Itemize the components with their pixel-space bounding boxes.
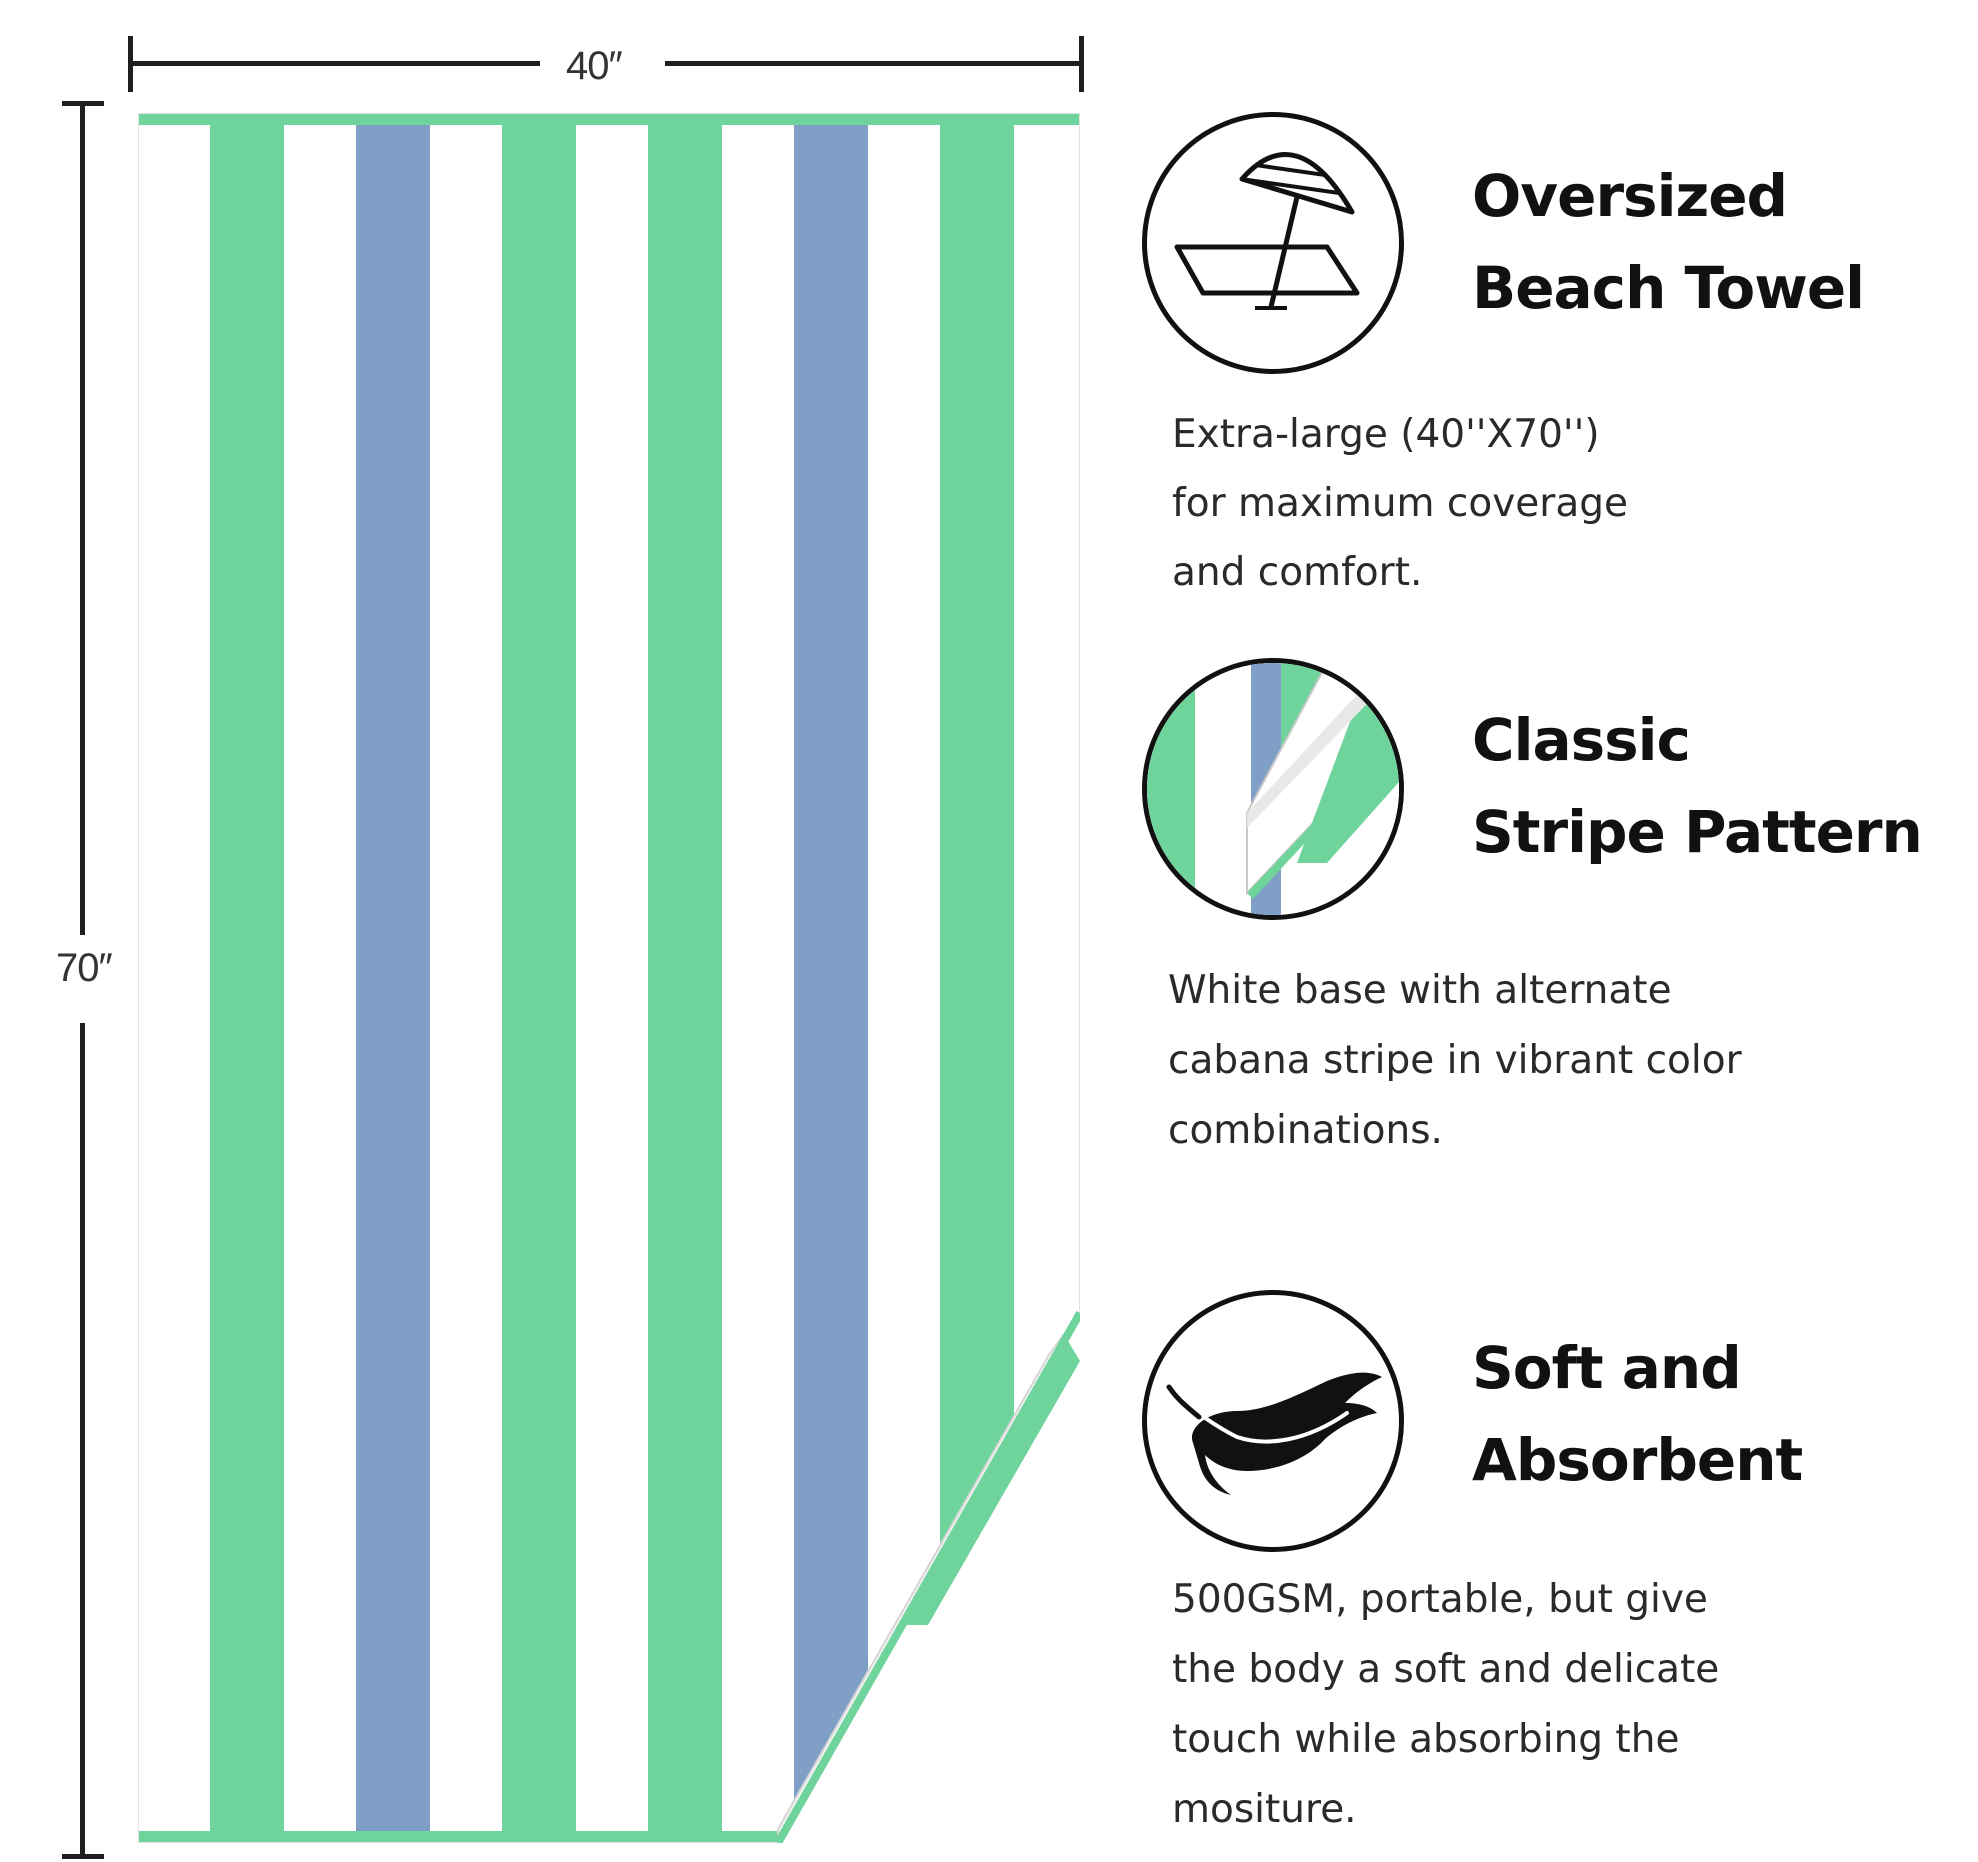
feature-description-line: White base with alternate — [1168, 968, 1672, 1013]
stripe-closeup-icon — [1142, 658, 1404, 920]
feature-description-line: touch while absorbing the — [1172, 1717, 1680, 1762]
beach-umbrella-icon — [1142, 112, 1404, 374]
feature-title-line: Stripe Pattern — [1472, 798, 1923, 866]
feature-description-line: Extra-large (40''X70'') — [1172, 412, 1600, 457]
towel-stripe-white — [1014, 125, 1080, 1831]
feature-title: Soft and Absorbent — [1472, 1322, 1803, 1506]
towel-body — [138, 113, 1080, 1843]
feature-title: Oversized Beach Towel — [1472, 150, 1865, 334]
feature-title-line: Absorbent — [1472, 1426, 1803, 1494]
towel-stripe-white — [722, 125, 795, 1831]
height-ruler-tick-bottom — [62, 1854, 104, 1859]
towel-hem-top — [138, 113, 1080, 125]
towel-stripe-blue — [794, 125, 869, 1831]
towel-stripe-white — [284, 125, 357, 1831]
feature-description-line: the body a soft and delicate — [1172, 1647, 1720, 1692]
feather-icon — [1166, 1372, 1382, 1495]
height-ruler-line-top — [80, 101, 85, 935]
towel-stripe-white — [138, 125, 211, 1831]
towel-stripe-green — [502, 125, 577, 1831]
towel-fold-edge — [774, 1311, 1080, 1843]
feature-icon-frame — [1142, 1290, 1404, 1552]
width-ruler-line-left — [128, 61, 540, 66]
feature-title-line: Beach Towel — [1472, 254, 1865, 322]
towel-stripe-white — [430, 125, 503, 1831]
feature-description-line: and comfort. — [1172, 550, 1423, 595]
towel-product-image — [138, 113, 1080, 1843]
width-label: 40″ — [566, 44, 623, 88]
width-ruler-line-right — [665, 61, 1083, 66]
feature-description-line: 500GSM, portable, but give — [1172, 1577, 1708, 1622]
towel-svg — [138, 113, 1080, 1843]
towel-stripe-green — [210, 125, 285, 1831]
towel-fold-stripe — [906, 1341, 1080, 1625]
feature-description-line: for maximum coverage — [1172, 481, 1628, 526]
towel-stripe-white — [868, 125, 941, 1831]
height-ruler-line-bottom — [80, 1023, 85, 1858]
towel-hem-bottom — [138, 1831, 1080, 1843]
feature-title: Classic Stripe Pattern — [1472, 694, 1923, 878]
height-label: 70″ — [56, 946, 113, 990]
feature-description-line: combinations. — [1168, 1108, 1443, 1153]
feature-description: Extra-large (40''X70'') for maximum cove… — [1172, 400, 1628, 607]
feature-description: White base with alternate cabana stripe … — [1168, 956, 1742, 1166]
towel-stripe-green — [648, 125, 723, 1831]
feature-description-line: cabana stripe in vibrant color — [1168, 1038, 1742, 1083]
feature-title-line: Classic — [1472, 706, 1691, 774]
feature-title-line: Soft and — [1472, 1334, 1742, 1402]
feature-title-line: Oversized — [1472, 162, 1788, 230]
feature-description-line: mositure. — [1172, 1787, 1357, 1832]
feature-description: 500GSM, portable, but give the body a so… — [1172, 1565, 1719, 1845]
width-ruler-tick-right — [1079, 36, 1084, 92]
towel-stripe-white — [576, 125, 649, 1831]
towel-stripe-blue — [356, 125, 431, 1831]
